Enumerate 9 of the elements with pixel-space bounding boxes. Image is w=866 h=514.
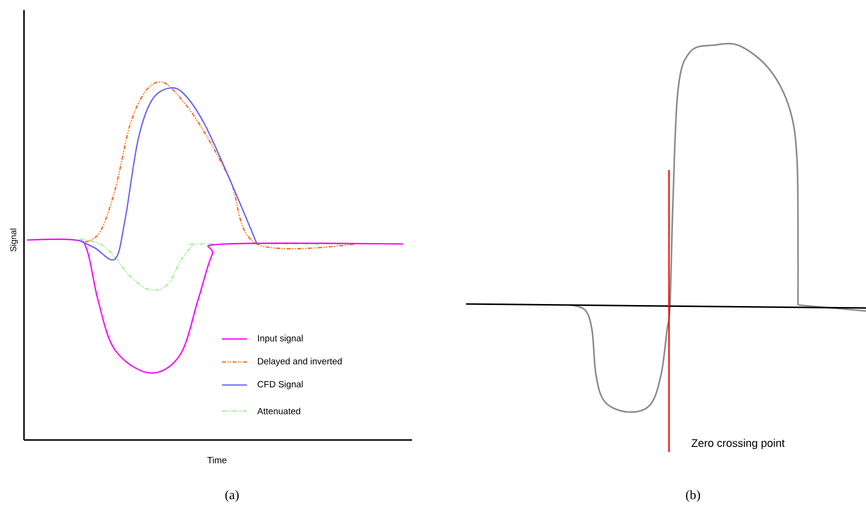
axis-label: Time: [207, 456, 226, 464]
panel-label: (b): [686, 490, 700, 502]
panel-label: (a): [225, 490, 239, 502]
legend-label: Input signal: [258, 334, 303, 344]
legend-label: CFD Signal: [258, 380, 303, 390]
legend-label: Attenuated: [257, 408, 300, 414]
annotation-text: Zero crossing point: [692, 438, 785, 450]
axis-label: Signal: [10, 228, 18, 252]
legend-label: Delayed and inverted: [258, 358, 342, 366]
